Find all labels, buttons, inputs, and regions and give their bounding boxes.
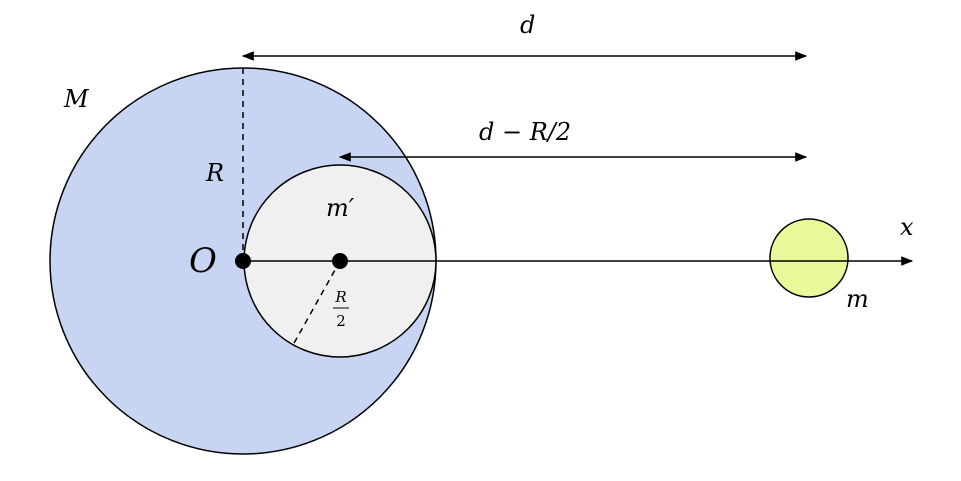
label-cavity-mass: m′ bbox=[326, 194, 355, 222]
label-distance-offset: d − R/2 bbox=[479, 118, 571, 146]
label-origin: O bbox=[189, 241, 217, 281]
origin-point bbox=[235, 253, 251, 269]
label-half-radius-denominator: 2 bbox=[336, 312, 346, 330]
label-radius: R bbox=[205, 159, 224, 187]
label-half-radius-numerator: R bbox=[334, 288, 346, 306]
label-axis: x bbox=[900, 213, 914, 241]
label-distance-d: d bbox=[520, 11, 535, 39]
small-sphere bbox=[769, 218, 849, 298]
label-big-mass: M bbox=[63, 85, 90, 113]
label-half-radius: R 2 bbox=[333, 288, 349, 330]
label-small-mass: m bbox=[846, 285, 869, 313]
cavity-center-point bbox=[332, 253, 348, 269]
half-radius-line bbox=[292, 260, 341, 346]
